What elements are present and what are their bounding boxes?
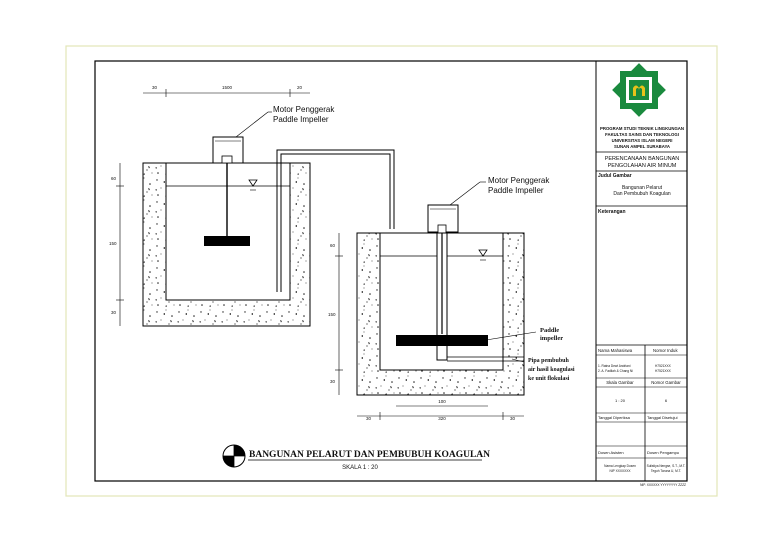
- tank1-dim-top-2: 1500: [222, 85, 233, 90]
- tgl-diperiksa-label: Tanggal Diperiksa: [598, 415, 631, 420]
- nim-label: Nomor Induk: [653, 348, 678, 353]
- tank2-dim-bottom-1: 30: [366, 416, 372, 421]
- tank1-dim-left-3: 30: [111, 310, 117, 315]
- project-2: PENGOLAHAN AIR MINUM: [608, 163, 677, 169]
- tank1-dim-left-2: 150: [109, 241, 117, 246]
- main-title: BANGUNAN PELARUT DAN PEMBUBUH KOAGULAN: [249, 450, 490, 460]
- tank1-dim-left-1: 60: [111, 176, 117, 181]
- nama-label: Nama Mahasiswa: [598, 348, 633, 353]
- institution-3: UNIVERSITAS ISLAM NEGERI: [612, 138, 673, 143]
- student-2: 2. A. Fadilah & Chang Ni: [598, 369, 633, 373]
- judul-2: Dan Pembubuh Koagulan: [613, 191, 670, 197]
- tank1-motor-label-1: Motor Penggerak: [273, 105, 335, 114]
- paddle-label-1: Paddle: [540, 327, 559, 334]
- institution-4: SUNAN AMPEL SURABAYA: [614, 144, 670, 149]
- nim-2: H7521XXX: [655, 369, 672, 373]
- skala-label: Skala Gambar: [606, 380, 634, 385]
- institution-1: PROGRAM STUDI TEKNIK LINGKUNGAN: [600, 126, 684, 131]
- pengampu-name-1: Sulistiya Nengse, S.T., M.T.: [647, 464, 686, 468]
- project-1: PERENCANAAN BANGUNAN: [605, 156, 680, 162]
- title-block: PROGRAM STUDI TEKNIK LINGKUNGAN FAKULTAS…: [595, 61, 687, 487]
- skala-value: 1 : 20: [615, 398, 626, 403]
- tank-1: Motor Penggerak Paddle Impeller 30 1500 …: [109, 85, 395, 327]
- tank2-dim-left-1: 60: [330, 243, 336, 248]
- student-1: 1. Ratna Dewi Andriani: [598, 364, 631, 368]
- judul-1: Bangunan Pelarut: [622, 185, 663, 191]
- university-logo: [612, 63, 666, 117]
- tank1-dim-top-1: 30: [152, 85, 158, 90]
- tank2-dim-bottom-2: 320: [438, 416, 446, 421]
- tank2-motor-label-1: Motor Penggerak: [488, 176, 550, 185]
- nomor-value: 6: [665, 398, 668, 403]
- judul-label: Judul Gambar: [598, 173, 632, 179]
- tank1-dim-top-3: 20: [297, 85, 303, 90]
- pipe-label-2: air hasil koagulasi: [528, 367, 575, 373]
- institution-2: FAKULTAS SAINS DAN TEKNOLOGI: [605, 132, 679, 137]
- footer-text: NIP. XXXXXX YYYYYYYY ZZZZ: [640, 483, 686, 487]
- tank2-motor-label-2: Paddle Impeller: [488, 186, 544, 195]
- dosen-label: Dosen Asisten: [598, 450, 624, 455]
- inner-border: [94, 60, 688, 482]
- tank2-dim-paddle: 100: [438, 399, 446, 404]
- pengampu-name-2: Teguh Taruna U, M.T.: [651, 469, 681, 473]
- pipe-label-3: ke unit flokulasi: [528, 376, 570, 382]
- tgl-disetujui-label: Tanggal Disetujui: [647, 415, 678, 420]
- keterangan-label: Keterangan: [598, 209, 626, 215]
- outer-border: [65, 45, 718, 497]
- tank2-dim-left-3: 30: [330, 379, 336, 384]
- dosen-name-2: NIP XXXXXXX: [609, 469, 631, 473]
- dosen-pengampu-label: Dosen Pengampu: [647, 450, 679, 455]
- scale-label: SKALA 1 : 20: [342, 465, 378, 471]
- tank2-dim-bottom-3: 30: [510, 416, 516, 421]
- drawing-title: BANGUNAN PELARUT DAN PEMBUBUH KOAGULAN S…: [222, 444, 490, 471]
- pipe-label-1: Pipa pembubuh: [528, 358, 570, 364]
- tank2-dim-left-2: 150: [328, 312, 336, 317]
- paddle-label-2: impeller: [540, 335, 563, 342]
- dosen-name-1: Nama Lengkap Dosen: [604, 464, 636, 468]
- tank-2: Motor Penggerak Paddle Impeller Paddle i…: [328, 176, 575, 421]
- nomor-label: Nomor Gambar: [651, 380, 681, 385]
- nim-1: H7521XXX: [655, 364, 672, 368]
- tank1-motor-label-2: Paddle Impeller: [273, 115, 329, 124]
